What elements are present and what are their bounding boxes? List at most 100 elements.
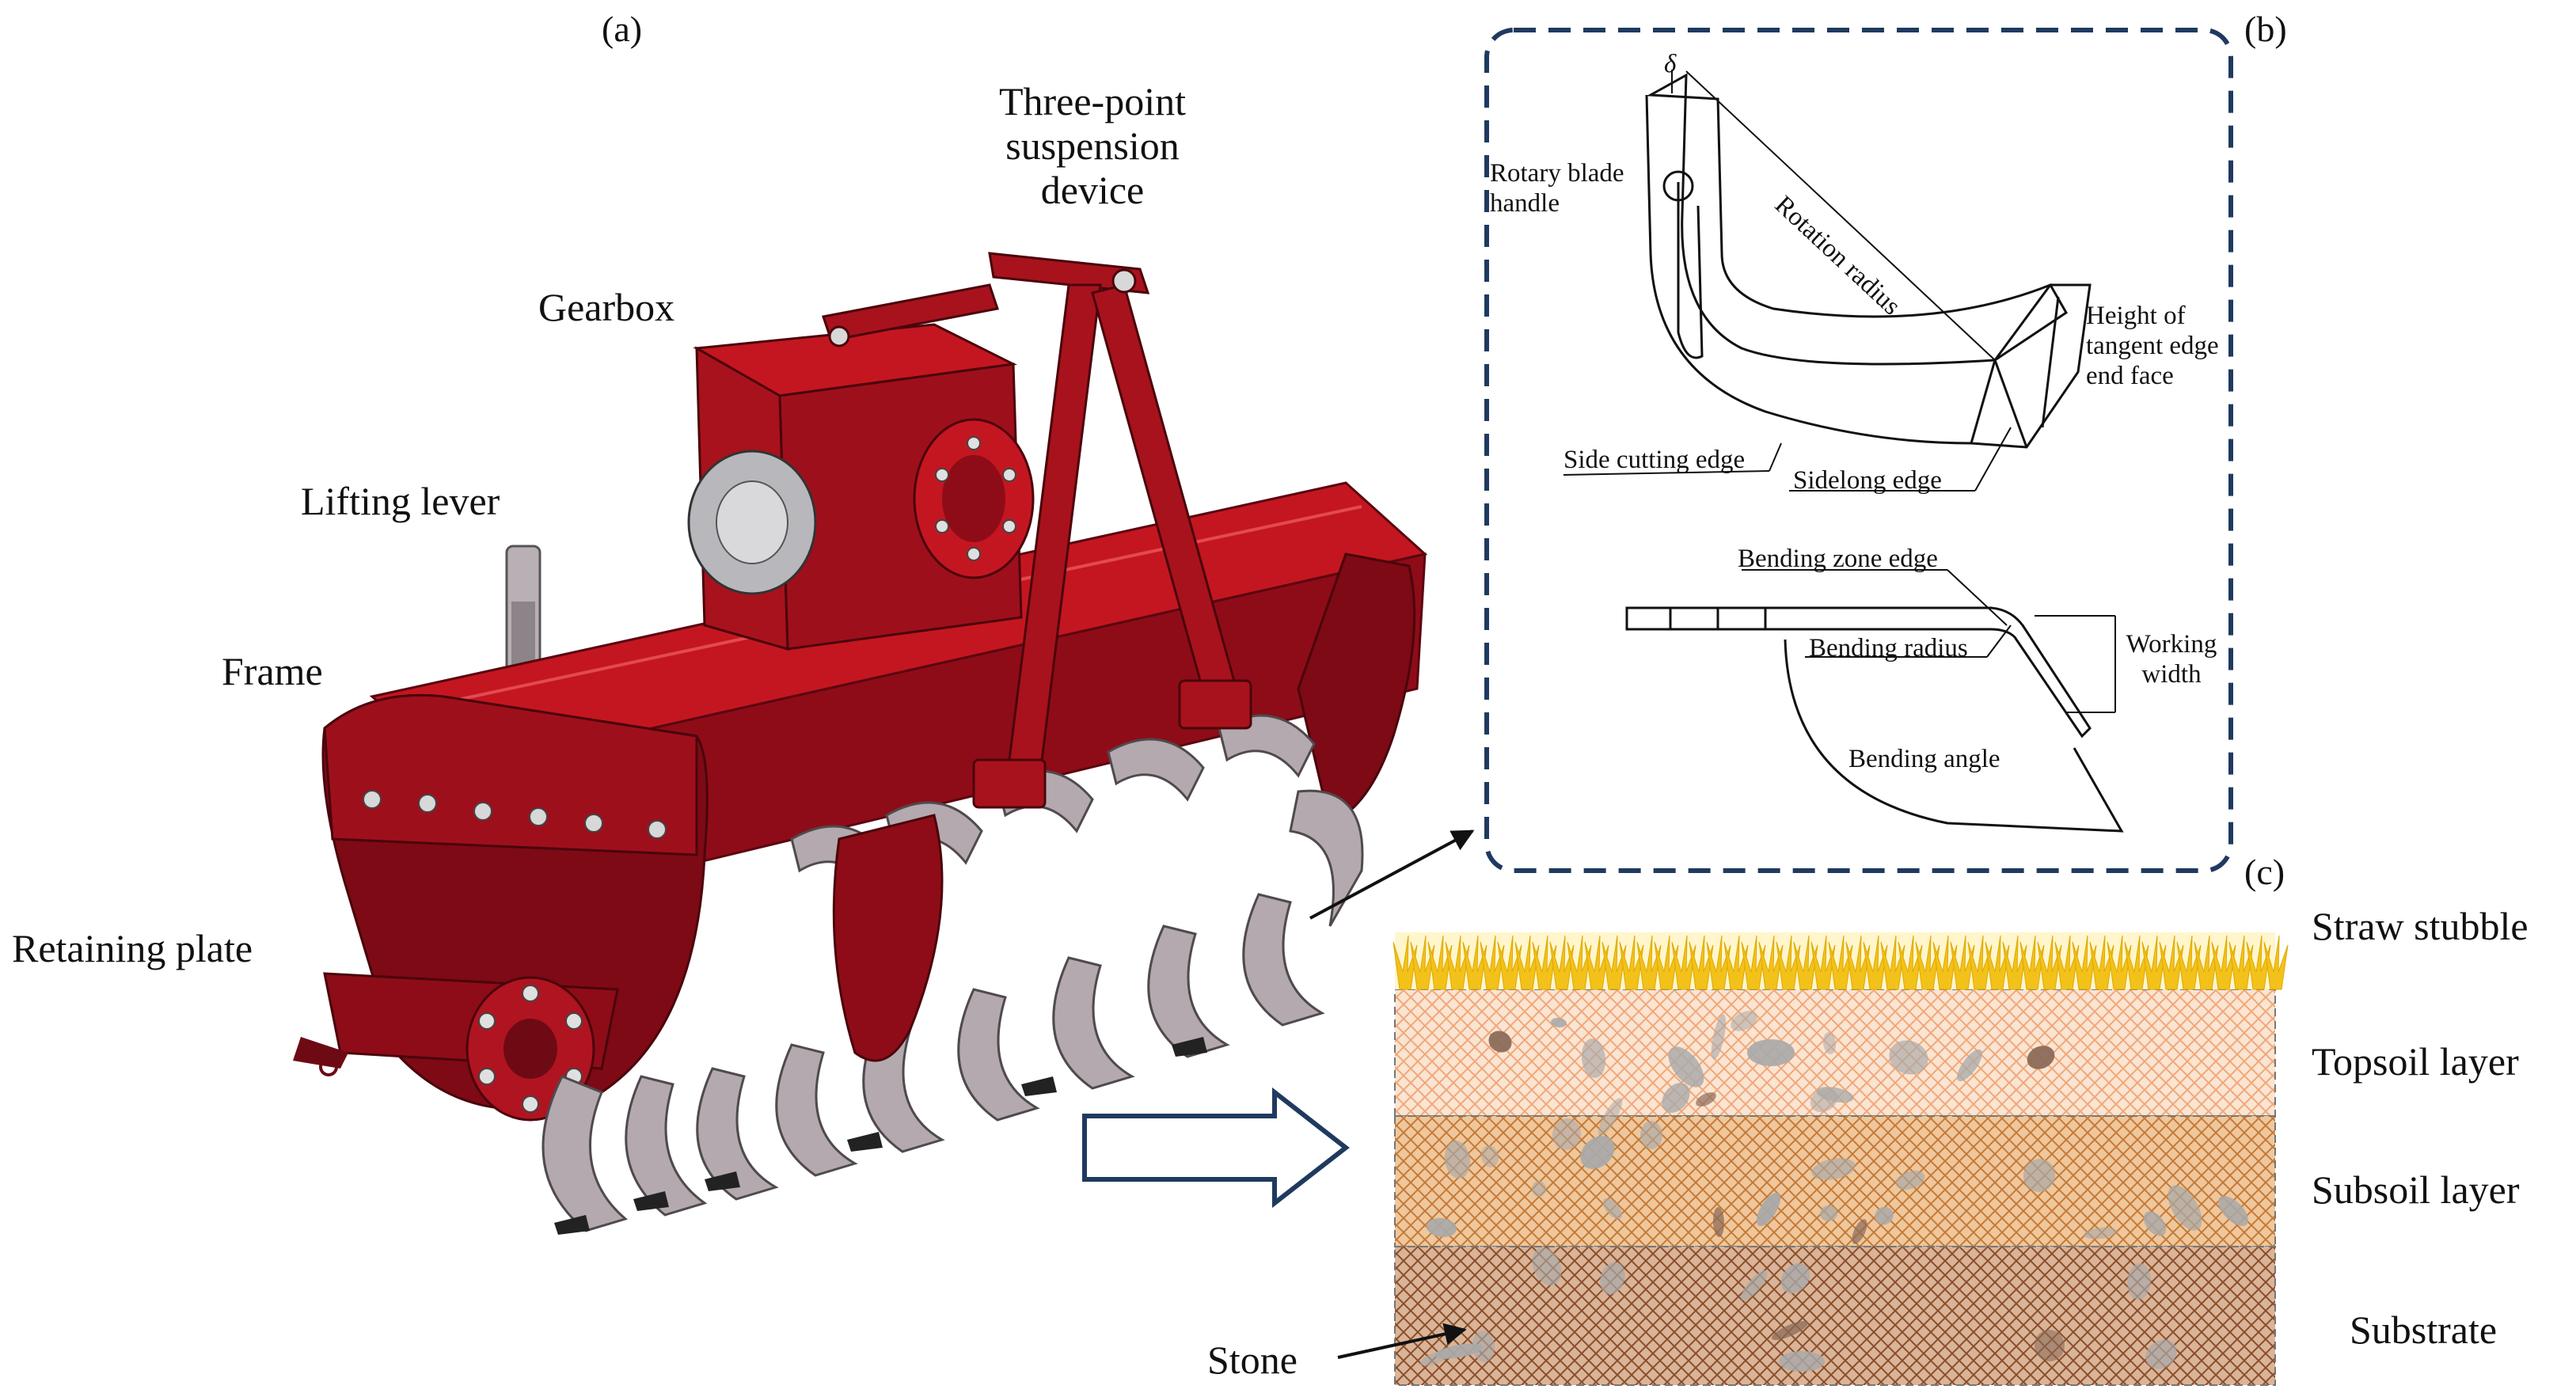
stone xyxy=(1639,1121,1663,1149)
rotary-tiller xyxy=(293,252,1428,1235)
tangent-height-line1: Height of xyxy=(2086,302,2186,330)
straw-stubble-label: Straw stubble xyxy=(2312,904,2529,948)
straw-tuft xyxy=(1601,935,1627,990)
working-width-line1: Working xyxy=(2126,630,2217,659)
stone xyxy=(1427,1217,1457,1238)
working-width-line2: width xyxy=(2141,660,2202,689)
straw-tuft xyxy=(1741,935,1766,990)
drive-housing xyxy=(832,814,944,1062)
straw-tuft xyxy=(2141,935,2167,990)
blade-top-view xyxy=(1625,606,2124,833)
side-cutting-edge-label: Side cutting edge xyxy=(1563,446,1746,474)
delta-label: δ xyxy=(1664,50,1677,78)
stone xyxy=(1531,1181,1547,1197)
straw-tuft xyxy=(1776,935,1801,990)
stone xyxy=(1602,1198,1623,1220)
stone xyxy=(1598,1098,1623,1136)
three-point-label: Three-point suspension device xyxy=(966,79,1219,212)
straw-tuft xyxy=(1828,935,1853,990)
stone xyxy=(1532,1247,1562,1285)
straw-tuft xyxy=(1410,935,1435,990)
straw-tuft xyxy=(1584,935,1609,990)
bending-zone-edge-label: Bending zone edge xyxy=(1738,545,1938,573)
straw-tuft xyxy=(1915,935,1940,990)
stone xyxy=(1852,1219,1867,1244)
stone xyxy=(1552,1118,1582,1150)
rotation-radius-line xyxy=(1685,70,1996,361)
three-point-line2: suspension xyxy=(1005,123,1180,168)
stone xyxy=(1820,1205,1837,1222)
straw-tuft xyxy=(1689,935,1714,990)
soil-profile xyxy=(1392,932,2289,1386)
straw-tuft xyxy=(1671,935,1696,990)
three-point-line3: device xyxy=(1040,168,1145,212)
straw-tuft xyxy=(1654,935,1679,990)
straw-tuft xyxy=(1985,935,2010,990)
stone xyxy=(1696,1092,1716,1107)
stone xyxy=(1811,1158,1856,1180)
straw-tuft xyxy=(1758,935,1784,990)
blade-handle-line2: handle xyxy=(1490,189,1560,218)
stone xyxy=(2143,1211,2167,1236)
stone-label: Stone xyxy=(1207,1338,1297,1382)
bending-angle-label: Bending angle xyxy=(1848,745,2000,773)
straw-tuft xyxy=(1880,935,1905,990)
straw-tuft xyxy=(1445,935,1470,990)
stone xyxy=(2218,1196,2248,1226)
straw-tuft xyxy=(1967,935,1993,990)
straw-tuft xyxy=(2107,935,2132,990)
stone xyxy=(1551,1017,1567,1028)
straw-tuft xyxy=(2072,935,2097,990)
stone xyxy=(1822,1032,1837,1054)
straw-tuft xyxy=(1810,935,1836,990)
straw-tuft xyxy=(2246,935,2271,990)
straw-tuft xyxy=(2263,935,2289,990)
stone xyxy=(1488,1031,1512,1053)
blade-tips xyxy=(554,1037,1207,1235)
stone xyxy=(1712,1207,1725,1237)
blade-panel-border xyxy=(1484,28,2233,873)
three-point-suspension xyxy=(822,252,1252,809)
stone xyxy=(1957,1049,1982,1082)
straw-tuft xyxy=(2228,935,2254,990)
stone xyxy=(2126,1263,2152,1300)
straw-tuft xyxy=(2124,935,2149,990)
stone xyxy=(1771,1320,1809,1341)
straw-tuft xyxy=(1863,935,1888,990)
blade-callout-arrow xyxy=(1309,829,1475,920)
stone-callout-arrow xyxy=(1337,1323,1467,1359)
stone xyxy=(1756,1192,1781,1227)
straw-tuft xyxy=(1497,935,1522,990)
stone xyxy=(2027,1046,2055,1069)
straw-tuft xyxy=(1514,935,1540,990)
stone xyxy=(1711,1014,1727,1060)
panel-label-b: (b) xyxy=(2244,9,2287,49)
stones xyxy=(1420,1011,2248,1372)
straw-tuft xyxy=(1723,935,1749,990)
straw-tuft xyxy=(2089,935,2114,990)
straw-tuft xyxy=(1532,935,1557,990)
straw-tuft xyxy=(1392,935,1418,990)
stone xyxy=(2084,1227,2117,1239)
straw-tuft xyxy=(1932,935,1958,990)
tangent-height-line3: end face xyxy=(2086,362,2174,390)
stone xyxy=(2023,1159,2056,1192)
panel-label-c: (c) xyxy=(2244,852,2285,892)
straw-tuft xyxy=(2054,935,2080,990)
substrate-label: Substrate xyxy=(2350,1308,2498,1352)
transition-arrow xyxy=(1082,1087,1350,1209)
stone xyxy=(1895,1170,1925,1190)
straw-tuft xyxy=(2019,935,2045,990)
straw-tuft xyxy=(1462,935,1487,990)
panel-label-a: (a) xyxy=(602,9,643,49)
retaining-plate-label: Retaining plate xyxy=(12,926,253,970)
blade-leaders xyxy=(1563,427,2116,713)
subsoil-label: Subsoil layer xyxy=(2312,1167,2520,1212)
stone xyxy=(1779,1351,1825,1372)
tangent-height-line2: tangent edge xyxy=(2086,332,2219,360)
straw-tuft xyxy=(1950,935,1975,990)
straw-tuft xyxy=(2037,935,2062,990)
sidelong-edge-label: Sidelong edge xyxy=(1793,466,1942,495)
straw-tuft xyxy=(1845,935,1871,990)
